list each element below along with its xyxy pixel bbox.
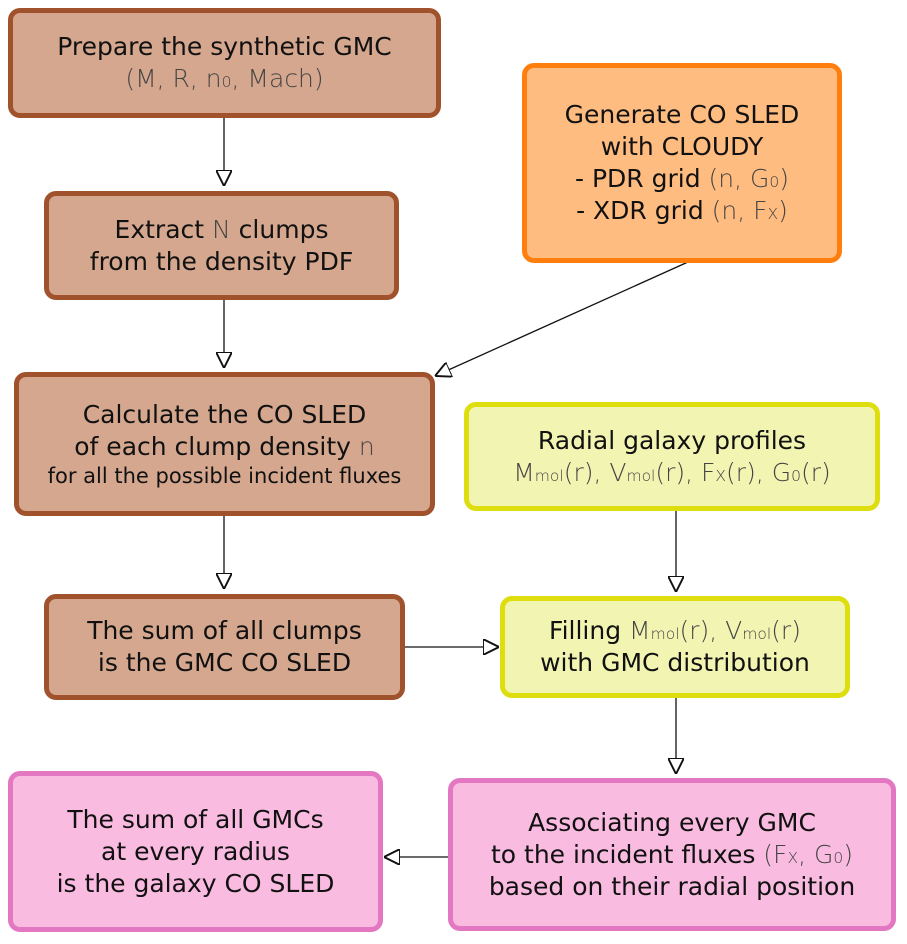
extract-clumps-box: Extract N clumps from the density PDF <box>44 191 399 300</box>
filling-box: Filling Mmol(r), Vmol(r) with GMC distri… <box>500 596 850 698</box>
cloudy-box: Generate CO SLED with CLOUDY - PDR grid … <box>522 63 842 263</box>
filling-line1: Filling Mmol(r), Vmol(r) <box>549 616 801 645</box>
associating-line2: to the incident fluxes (FX, G0) <box>490 839 853 869</box>
filling-line2: with GMC distribution <box>540 648 810 677</box>
prepare-gmc-params: (M, R, n0, Mach) <box>125 64 324 93</box>
arrow-cloudy-to-calculate <box>435 261 689 376</box>
sum-gmcs-line2: at every radius <box>101 836 290 866</box>
cloudy-line2: with CLOUDY <box>600 132 764 161</box>
sum-gmcs-box: The sum of all GMCs at every radius is t… <box>8 771 383 932</box>
prepare-gmc-box: Prepare the synthetic GMC (M, R, n0, Mac… <box>8 8 441 118</box>
calculate-line2: of each clump density n <box>74 431 375 461</box>
radial-profiles-box: Radial galaxy profiles Mmol(r), Vmol(r),… <box>464 402 880 511</box>
calculate-co-sled-box: Calculate the CO SLED of each clump dens… <box>14 372 435 516</box>
cloudy-line1: Generate CO SLED <box>564 100 800 129</box>
sum-clumps-box: The sum of all clumps is the GMC CO SLED <box>44 594 405 700</box>
sum-gmcs-line3: is the galaxy CO SLED <box>56 868 335 898</box>
cloudy-pdr-grid: - PDR grid (n, G0) <box>574 164 790 193</box>
sum-gmcs-line1: The sum of all GMCs <box>67 804 324 834</box>
associating-box: Associating every GMC to the incident fl… <box>448 778 896 931</box>
radial-title: Radial galaxy profiles <box>537 425 807 455</box>
calculate-line3: for all the possible incident fluxes <box>47 463 402 488</box>
associating-line3: based on their radial position <box>488 871 856 901</box>
radial-params: Mmol(r), Vmol(r), FX(r), G0(r) <box>513 457 831 487</box>
cloudy-xdr-grid: - XDR grid (n, FX) <box>576 196 788 225</box>
associating-line1: Associating every GMC <box>528 807 816 837</box>
extract-line1: Extract N clumps <box>114 214 329 244</box>
calculate-line1: Calculate the CO SLED <box>82 399 367 429</box>
prepare-gmc-title: Prepare the synthetic GMC <box>57 32 392 61</box>
extract-line2: from the density PDF <box>89 246 354 276</box>
sum-clumps-line2: is the GMC CO SLED <box>97 648 352 677</box>
sum-clumps-line1: The sum of all clumps <box>87 616 362 645</box>
